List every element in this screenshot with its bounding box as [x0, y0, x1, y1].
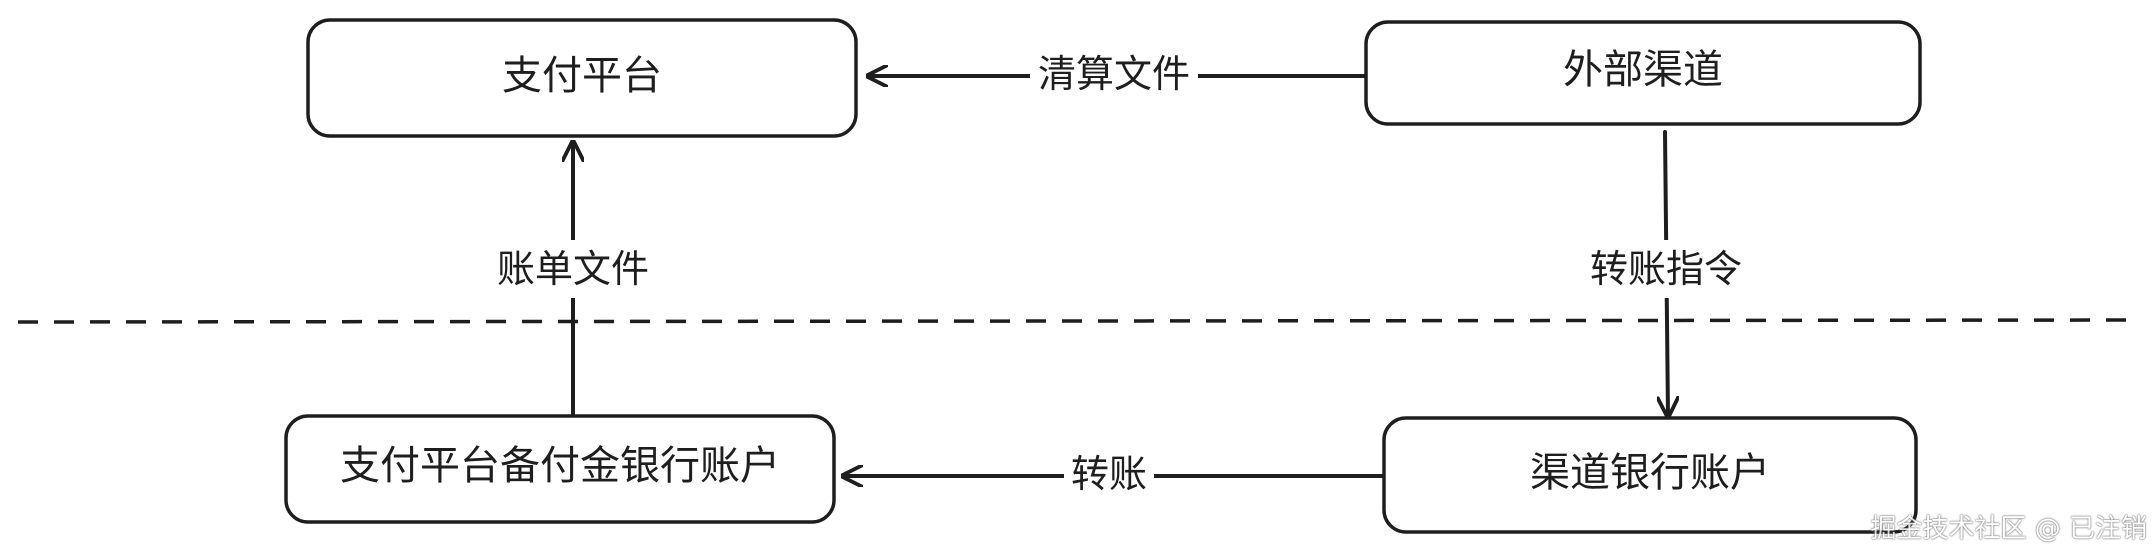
node-reserve-bank-account: 支付平台备付金银行账户 [284, 414, 836, 524]
node-reserve-bank-account-label: 支付平台备付金银行账户 [340, 443, 780, 489]
node-external-channel-label: 外部渠道 [1563, 47, 1723, 93]
watermark: 掘金技术社区 @ 已注销 [1870, 514, 2147, 544]
node-external-channel-box [1364, 20, 1922, 126]
edge-transfer-instruction-label: 转账指令 [1590, 247, 1742, 291]
node-payment-platform: 支付平台 [306, 18, 858, 138]
node-payment-platform-label: 支付平台 [502, 53, 662, 99]
edge-clearing-file: 清算文件 [868, 48, 1367, 104]
edge-clearing-file-label-bg [1030, 48, 1198, 104]
node-reserve-bank-account-box [284, 414, 836, 524]
edge-transfer-label-bg [1064, 448, 1154, 504]
edge-statement-file-label: 账单文件 [497, 247, 649, 291]
edge-statement-file: 账单文件 [488, 142, 658, 416]
node-channel-bank-account-label: 渠道银行账户 [1530, 450, 1770, 496]
node-payment-platform-box [306, 18, 858, 138]
node-channel-bank-account-box [1382, 416, 1918, 534]
edge-transfer: 转账 [843, 448, 1384, 504]
edge-transfer-instruction-label-bg [1580, 240, 1752, 298]
dashed-divider [17, 318, 2141, 324]
node-channel-bank-account: 渠道银行账户 [1382, 416, 1918, 534]
edge-statement-file-label-bg [488, 240, 658, 298]
edge-clearing-file-label: 清算文件 [1038, 52, 1190, 96]
edge-transfer-instruction: 转账指令 [1580, 130, 1752, 416]
edge-transfer-label: 转账 [1071, 452, 1147, 496]
node-external-channel: 外部渠道 [1364, 20, 1922, 126]
